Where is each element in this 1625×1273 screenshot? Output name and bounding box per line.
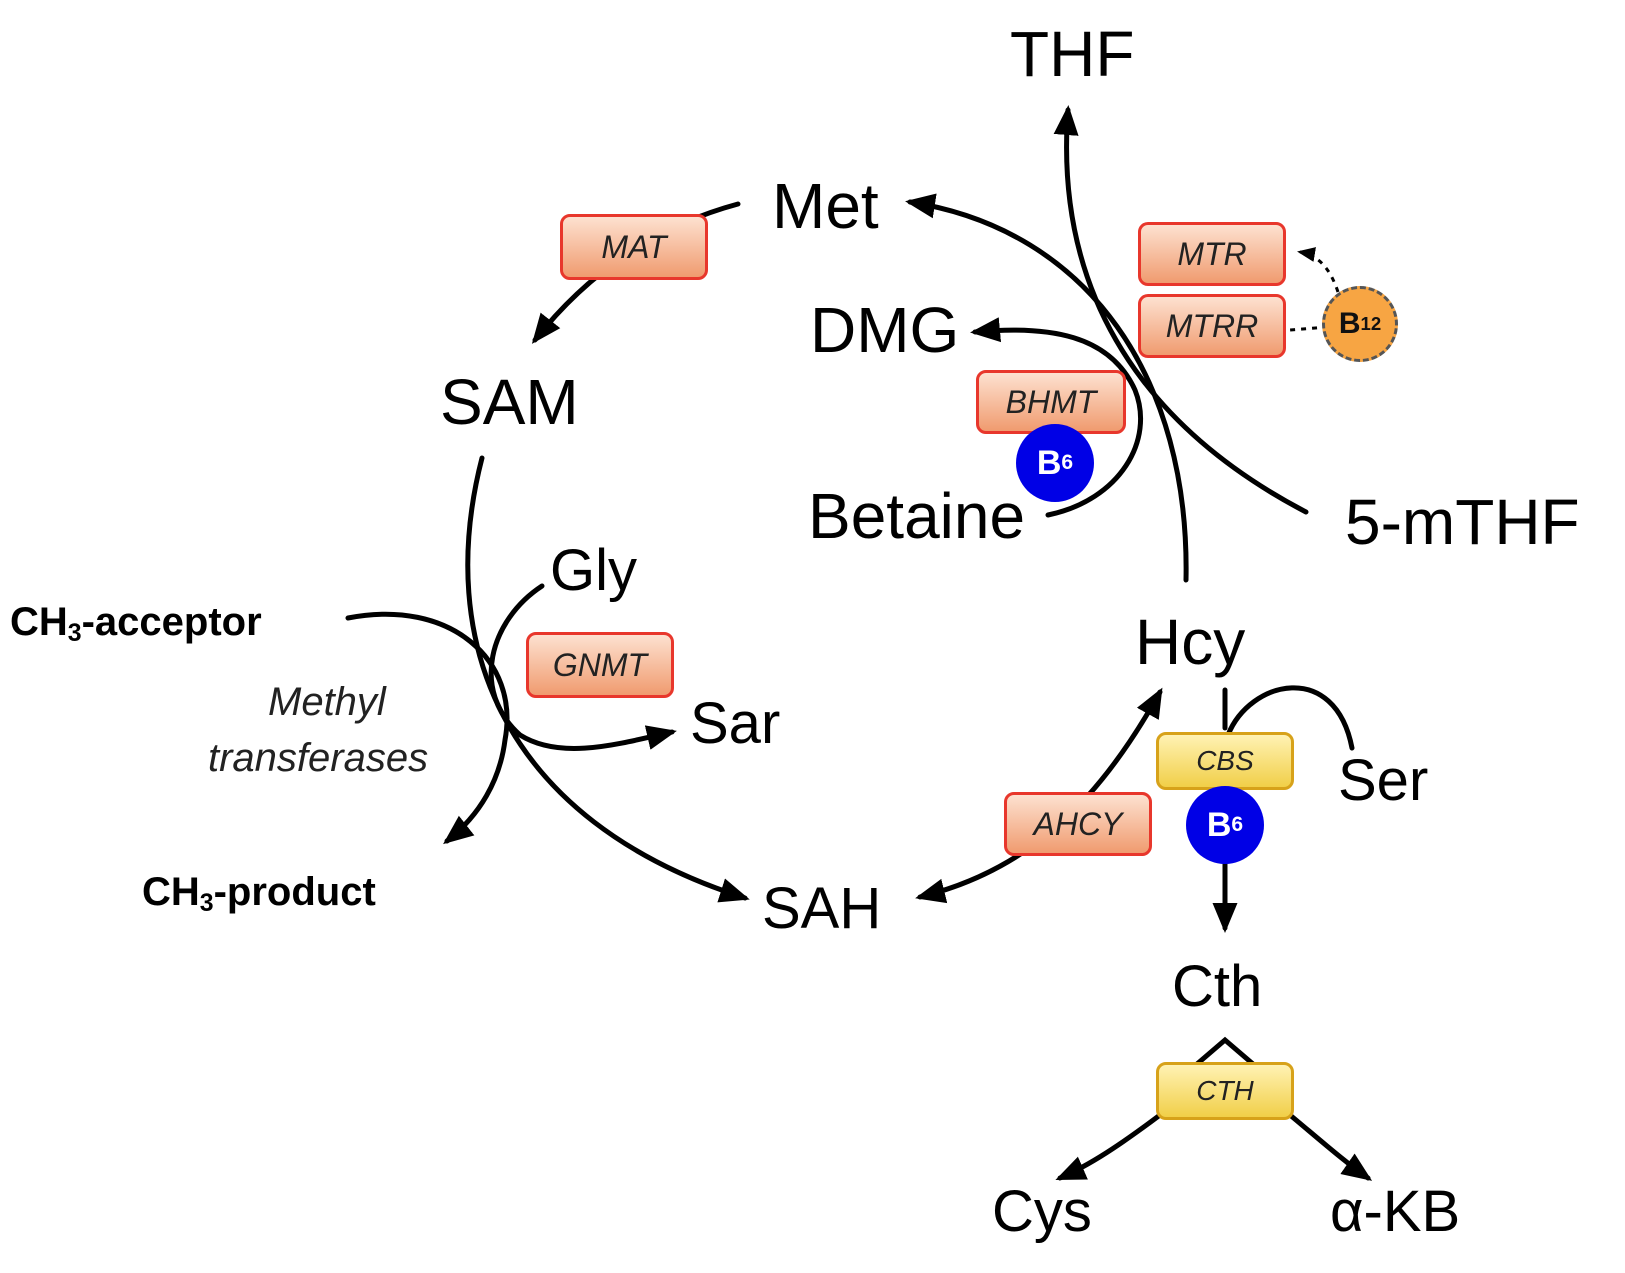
dotted-b12-to-mtr bbox=[1297, 247, 1340, 293]
enzyme-cbs: CBS bbox=[1156, 732, 1294, 790]
enzyme-mat: MAT bbox=[560, 214, 708, 280]
metabolite-thf: THF bbox=[1010, 18, 1135, 90]
metabolite-hcy: Hcy bbox=[1135, 606, 1246, 678]
metabolite-gly: Gly bbox=[550, 538, 637, 603]
metabolite-sam: SAM bbox=[440, 366, 579, 438]
arrow-5mthf-to-thf bbox=[1053, 105, 1309, 515]
label-ch3-acceptor: CH3-acceptor bbox=[10, 600, 262, 648]
arrow-cth-to-cys bbox=[1055, 1112, 1163, 1181]
metabolite-sar: Sar bbox=[690, 691, 781, 756]
label-ch3-product: CH3-product bbox=[142, 870, 376, 918]
arrow-ser-to-cbs bbox=[1225, 685, 1355, 751]
enzyme-bhmt: BHMT bbox=[976, 370, 1126, 434]
enzyme-mtrr: MTRR bbox=[1138, 294, 1286, 358]
enzyme-mtr: MTR bbox=[1138, 222, 1286, 286]
label-methyl: Methyl bbox=[268, 680, 386, 724]
metabolite-betaine: Betaine bbox=[808, 480, 1026, 552]
arrow-betaine-to-dmg bbox=[970, 317, 1144, 518]
enzyme-cth: CTH bbox=[1156, 1062, 1294, 1120]
arrow-ch3-acceptor-to-product bbox=[345, 611, 510, 845]
label-transferases: transferases bbox=[208, 736, 429, 780]
enzyme-ahcy: AHCY bbox=[1004, 792, 1152, 856]
metabolite-sah: SAH bbox=[762, 876, 882, 941]
metabolite-dmg: DMG bbox=[810, 294, 960, 366]
arrow-cth-to-akb bbox=[1287, 1112, 1373, 1181]
metabolite-5-mthf: 5-mTHF bbox=[1345, 486, 1580, 558]
arrow-hcy-to-met bbox=[905, 193, 1189, 583]
metabolite-akb: α-KB bbox=[1330, 1179, 1461, 1244]
metabolite-cth: Cth bbox=[1172, 954, 1263, 1019]
arrow-gly-to-sar bbox=[488, 583, 677, 751]
line-cth-split bbox=[1187, 1036, 1263, 1073]
metabolite-ser: Ser bbox=[1338, 748, 1429, 813]
metabolite-cys: Cys bbox=[992, 1179, 1092, 1244]
metabolite-met: Met bbox=[772, 170, 879, 242]
enzyme-gnmt: GNMT bbox=[526, 632, 674, 698]
